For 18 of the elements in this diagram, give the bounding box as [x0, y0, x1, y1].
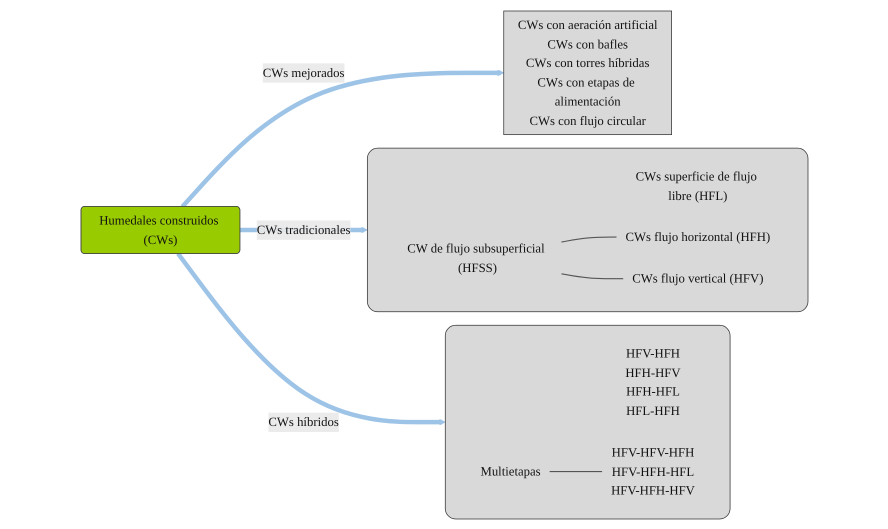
- connector: [549, 470, 602, 472]
- cluster: [366, 147, 808, 312]
- node-text: HFV-HFH HFH-HFV HFH-HFL HFL-HFH: [624, 346, 680, 418]
- node-box: CWs con aeración artificial CWs con bafles CWs con torres híbridas CWs con etapas de alimentación CWs con flujo circular: [502, 10, 672, 135]
- cluster: [444, 324, 730, 519]
- arrow: [180, 69, 504, 208]
- connector: [560, 236, 616, 242]
- node-text: CWs superficie de flujo libre (HFL): [635, 168, 756, 202]
- edge-label: CWs mejorados: [262, 65, 344, 80]
- node-text: HFV-HFV-HFH HFV-HFH-HFL HFV-HFH-HFV: [610, 444, 694, 498]
- edge-label: CWs tradicionales: [256, 222, 350, 236]
- arrow: [176, 252, 446, 425]
- node-text: CW de flujo subsuperficial (HFSS): [406, 240, 544, 274]
- node-text: CWs flujo horizontal (HFH): [624, 229, 770, 244]
- node-text: CWs flujo vertical (HFV): [632, 270, 763, 286]
- edge-label: CWs híbridos: [268, 414, 338, 429]
- connector: [560, 272, 623, 279]
- node-text: Multietapas: [480, 464, 540, 478]
